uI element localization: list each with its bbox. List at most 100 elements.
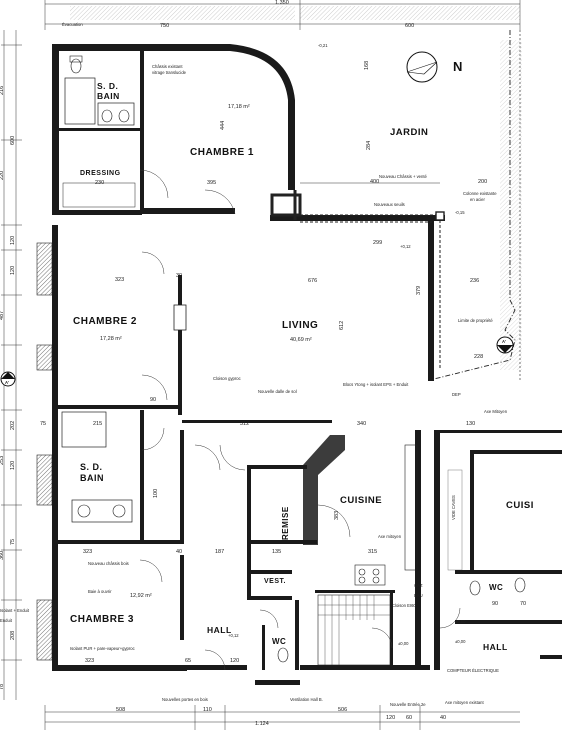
dim-379: 379 — [416, 286, 422, 295]
dim-750: 750 — [160, 23, 169, 29]
dim-100: 100 — [153, 489, 159, 498]
level-markers: -0,21 -0,15 +0,12 +0,12 ±0,00 ±0,00 ±0,0… — [228, 43, 466, 646]
dim-284: 284 — [366, 141, 372, 150]
dim-bottom-508: 508 — [116, 707, 125, 713]
dim-120-a: 120 — [10, 236, 16, 245]
level-hall-right-b: ±0,00 — [455, 639, 466, 644]
dim-75: 75 — [10, 539, 16, 545]
exterior-walls — [36, 44, 445, 685]
dim-120-c: 120 — [10, 461, 16, 470]
note-chassis-existant: Châssis existant — [152, 64, 183, 69]
room-cuisine: CUISINE — [340, 495, 382, 506]
note-axe-existant: Axe mitoyen existant — [445, 700, 484, 705]
note-nouvelle-dalle: Nouvelle dalle de sol — [258, 389, 297, 394]
dim-208: 208 — [10, 631, 16, 640]
dim-bottom-total: 1.124 — [255, 721, 269, 727]
dim-323-c: 323 — [85, 658, 94, 664]
section-marker-right: A' — [496, 336, 514, 354]
room-sdbain-1-b: BAIN — [97, 91, 120, 101]
dim-312: 312 — [240, 421, 249, 427]
room-sdbain-2-b: BAIN — [80, 473, 104, 483]
interior-dimensions: 444 395 230 323 30 676 612 299 379 236 2… — [40, 61, 526, 664]
interior-walls — [58, 51, 395, 670]
room-sdbain-2-a: S. D. — [80, 462, 103, 472]
dim-323: 323 — [115, 277, 124, 283]
room-chambre-3: CHAMBRE 3 — [70, 614, 134, 625]
note-colonne-b: en acier — [470, 197, 486, 202]
level-terrasse: -0,15 — [455, 210, 465, 215]
note-cloison-ei60: Cloison EI60 — [392, 603, 416, 608]
dim-120-b: 120 — [10, 266, 16, 275]
level-hall: +0,12 — [228, 633, 239, 638]
room-jardin: JARDIN — [390, 127, 428, 138]
area-chambre-1: 17,18 m² — [228, 104, 250, 110]
area-living: 40,69 m² — [290, 337, 312, 343]
left-dimension-lines: 216 600 220 120 487 120 202 253 120 360 … — [0, 30, 30, 700]
dim-600-left: 600 — [10, 136, 16, 145]
note-eau: EAU — [414, 593, 423, 598]
dim-236: 236 — [470, 278, 479, 284]
dim-135: 135 — [272, 549, 281, 555]
dim-cuis-70: 70 — [520, 601, 526, 607]
dim-187: 187 — [215, 549, 224, 555]
note-nouvelles-portes: Nouvelles portes en bois — [162, 697, 208, 702]
dim-cuis-90: 90 — [492, 601, 498, 607]
note-compteur: COMPTEUR ÉLECTRIQUE — [447, 668, 499, 673]
dim-228: 228 — [474, 354, 483, 360]
section-label-left: A' — [5, 380, 9, 385]
note-vide-caves: VIDE CAVES — [451, 495, 456, 520]
dim-323-b: 323 — [83, 549, 92, 555]
level-jardin: -0,21 — [318, 43, 328, 48]
room-labels: CHAMBRE 1 17,18 m² S. D. BAIN DRESSING J… — [70, 81, 533, 652]
dim-400: 400 — [370, 179, 379, 185]
dim-bottom-120: 120 — [386, 715, 395, 721]
north-arrow: N — [406, 51, 463, 83]
room-chambre-2: CHAMBRE 2 — [73, 316, 137, 327]
note-axe-mitoyen: Axe Mitoyen — [484, 409, 508, 414]
dim-90: 90 — [150, 397, 156, 403]
dim-bottom-60: 60 — [406, 715, 412, 721]
staircase — [317, 594, 391, 666]
section-label-right: A' — [502, 339, 506, 344]
north-label: N — [453, 59, 463, 74]
dim-78: 78 — [0, 684, 5, 690]
dim-75-r: 75 — [40, 421, 46, 427]
room-hall: HALL — [207, 625, 232, 635]
room-sdbain-1-a: S. D. — [97, 81, 118, 91]
dim-120-d: 120 — [230, 658, 239, 664]
note-cloison-gyproc: Cloison gyproc — [213, 376, 241, 381]
dim-230: 230 — [95, 180, 104, 186]
dim-bottom-506: 506 — [338, 707, 347, 713]
note-colonne: Colonne existante — [463, 191, 497, 196]
dim-215: 215 — [93, 421, 102, 427]
dim-600: 600 — [405, 23, 414, 29]
dim-bottom-40: 40 — [440, 715, 446, 721]
dim-340: 340 — [357, 421, 366, 427]
dim-168: 168 — [364, 61, 370, 70]
note-blocs: Blocs Ytong + isolant EPS + Enduit — [343, 382, 409, 387]
note-vitrage: vitrage translucide — [152, 70, 187, 75]
top-dimension-lines: 1.350 750 600 — [44, 0, 521, 30]
dim-360: 360 — [0, 551, 5, 560]
dim-bottom-110: 110 — [203, 707, 212, 713]
note-evacuation: Évacuation — [62, 22, 83, 27]
dim-total-top: 1.350 — [275, 0, 289, 6]
dim-383: 383 — [334, 511, 340, 520]
note-dep: DEP — [452, 392, 461, 397]
note-isolant-side: Isolant + Enduit — [0, 608, 30, 613]
neighbor-walls — [440, 430, 562, 659]
dim-65: 65 — [185, 658, 191, 664]
note-ventilation: Ventilation Hall B. — [290, 697, 323, 702]
bottom-dimension-lines: 508 110 506 120 60 40 1.124 — [44, 705, 520, 730]
note-nouveau-chassis: Nouveau Châssis + venté — [379, 174, 428, 179]
room-chambre-1: CHAMBRE 1 — [190, 147, 254, 158]
door-swings — [139, 169, 461, 671]
note-axe-mitoyen-b: Axe mitoyen — [378, 534, 402, 539]
note-enduit-left: Enduit — [0, 618, 13, 623]
area-chambre-2: 17,28 m² — [100, 336, 122, 342]
dim-487: 487 — [0, 311, 5, 320]
room-living: LIVING — [282, 320, 318, 331]
terrace-outline — [270, 30, 522, 381]
note-isolant-pur: Isolant PUR + pare-vapeur+gyproc — [70, 646, 135, 651]
